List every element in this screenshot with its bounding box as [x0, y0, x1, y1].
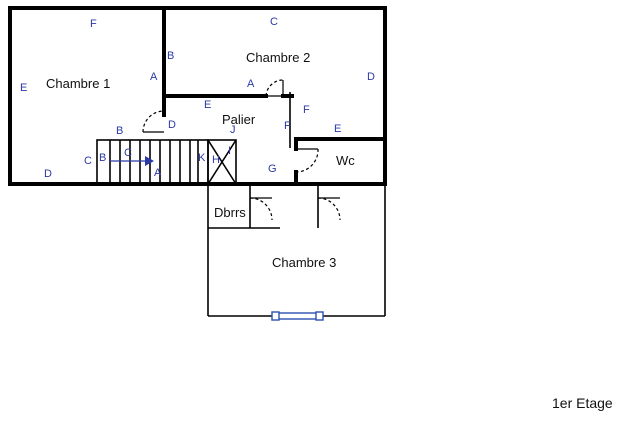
door-chambre1-swing — [142, 110, 165, 133]
staircase-outline — [96, 139, 209, 185]
marker: F — [284, 120, 291, 132]
marker: B — [167, 50, 174, 62]
doors — [142, 79, 341, 221]
marker: A — [154, 167, 162, 179]
window — [271, 311, 324, 321]
marker: I — [228, 145, 231, 157]
stair-arrow-head — [145, 156, 154, 166]
marker: D — [367, 71, 375, 83]
window-right-post — [315, 311, 324, 321]
marker: C — [124, 147, 132, 159]
room-label-wc: Wc — [336, 153, 355, 168]
marker: B — [116, 125, 123, 137]
marker: F — [90, 18, 97, 30]
marker: E — [334, 123, 341, 135]
room-label-chambre3: Chambre 3 — [272, 255, 336, 270]
room-label-chambre1: Chambre 1 — [46, 76, 110, 91]
door-wc-swing — [295, 148, 319, 173]
door-chambre2-swing — [265, 79, 284, 97]
room-label-chambre2: Chambre 2 — [246, 50, 310, 65]
lower-walls — [207, 184, 386, 317]
stair-void — [207, 139, 237, 185]
room-label-palier: Palier — [222, 112, 256, 127]
marker: A — [247, 78, 255, 90]
door-chambre3-swing — [317, 197, 341, 221]
window-frame — [275, 312, 321, 320]
marker: G — [268, 163, 277, 175]
marker: D — [168, 119, 176, 131]
door-dbrrs-swing — [249, 197, 273, 221]
room-label-dbrrs: Dbrrs — [214, 205, 246, 220]
marker: C — [84, 155, 92, 167]
marker: H — [212, 154, 220, 166]
room-labels: Chambre 1 Chambre 2 Palier Wc Dbrrs Cham… — [46, 50, 355, 270]
marker: C — [270, 16, 278, 28]
marker: B — [99, 152, 106, 164]
window-left-post — [271, 311, 280, 321]
marker: E — [204, 99, 211, 111]
wall-markers: F E D A B D C B A D F E E J F G C B C A … — [20, 16, 375, 180]
marker: A — [150, 71, 158, 83]
floor-label: 1er Etage — [552, 395, 613, 411]
marker: J — [230, 124, 236, 136]
marker: F — [303, 104, 310, 116]
marker: E — [20, 82, 27, 94]
marker: D — [44, 168, 52, 180]
marker: K — [198, 152, 206, 164]
staircase — [96, 139, 237, 185]
